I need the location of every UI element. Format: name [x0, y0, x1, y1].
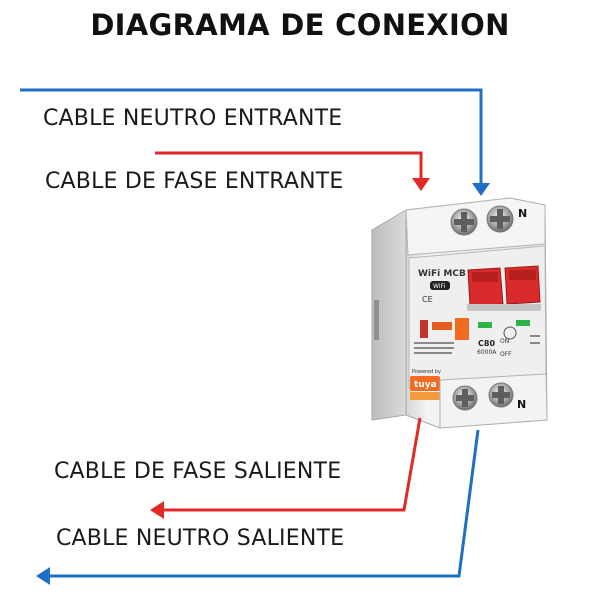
bottom-terminal-screws — [452, 382, 514, 411]
off-label: OFF — [500, 351, 512, 358]
neutral-out-wire — [36, 429, 480, 585]
svg-text:Powered by: Powered by — [412, 369, 441, 375]
arrow-left-icon — [150, 501, 164, 519]
label-neutral-out: CABLE NEUTRO SALIENTE — [56, 526, 345, 551]
terminal-label-top: N — [518, 207, 527, 220]
wifi-badge-icon — [430, 281, 450, 290]
tuya-logo-icon — [410, 376, 440, 391]
label-phase-out: CABLE DE FASE SALIENTE — [54, 459, 342, 484]
svg-text:WiFi: WiFi — [433, 283, 445, 290]
green-indicator-icon — [478, 322, 492, 328]
terminal-label-bottom: N — [517, 398, 526, 411]
top-terminal-screws — [450, 205, 514, 236]
smart-breaker: N WiFi MCB WiFi CE C80 6000A ON OFF — [371, 197, 548, 429]
label-phase-in: CABLE DE FASE ENTRANTE — [45, 169, 344, 194]
green-indicator-icon — [516, 320, 530, 326]
rating-label: C80 — [478, 339, 495, 348]
test-button — [455, 318, 469, 340]
tuya-brand: tuya — [414, 380, 437, 390]
capacity-label: 6000A — [477, 349, 497, 356]
ce-mark: CE — [422, 295, 433, 304]
model-label: WiFi MCB — [418, 269, 466, 279]
arrow-down-icon — [412, 178, 430, 191]
neutral-in-wire — [20, 88, 490, 196]
tuya-badge: Powered by tuya — [410, 369, 441, 400]
phase-out-wire — [150, 417, 422, 519]
arrow-left-icon — [36, 567, 50, 585]
arrow-down-icon — [472, 183, 490, 196]
phase-in-wire — [155, 151, 430, 191]
on-label: ON — [500, 338, 509, 345]
page-title: DIAGRAMA DE CONEXION — [90, 8, 510, 42]
label-neutral-in: CABLE NEUTRO ENTRANTE — [43, 106, 343, 131]
status-indicator-icon — [420, 320, 428, 338]
breaker-levers — [467, 265, 541, 311]
